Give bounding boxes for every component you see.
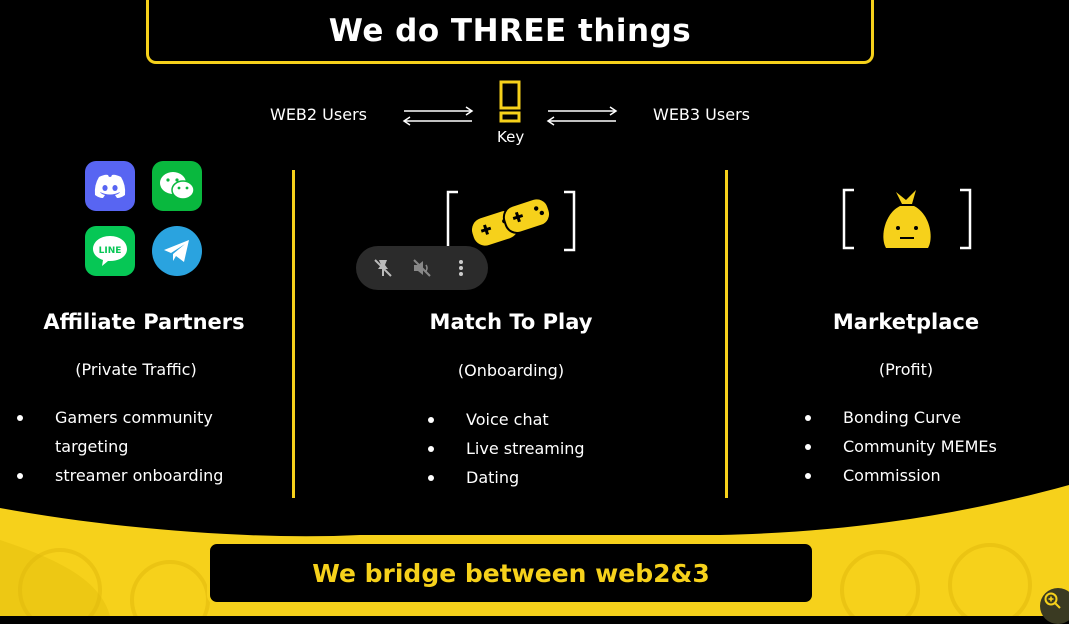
telegram-icon bbox=[152, 226, 202, 276]
exchange-arrows-right-icon bbox=[546, 106, 618, 126]
list-item: Community MEMEs bbox=[805, 432, 997, 461]
column-divider bbox=[292, 170, 295, 498]
web2-users-label: WEB2 Users bbox=[270, 105, 367, 124]
key-icon bbox=[499, 80, 521, 123]
web3-users-label: WEB3 Users bbox=[653, 105, 750, 124]
list-item: Voice chat bbox=[428, 405, 585, 434]
column-title-affiliate: Affiliate Partners bbox=[43, 310, 245, 334]
column-subtitle-affiliate: (Private Traffic) bbox=[75, 360, 197, 379]
zoom-in-icon bbox=[1044, 592, 1061, 609]
column-subtitle-match: (Onboarding) bbox=[457, 361, 565, 380]
game-controllers-icon bbox=[446, 190, 576, 252]
column-title-match: Match To Play bbox=[429, 310, 593, 334]
line-icon: LINE bbox=[85, 226, 135, 276]
list-item: Commission bbox=[805, 461, 997, 490]
marketplace-bullet-list: Bonding Curve Community MEMEs Commission bbox=[805, 403, 997, 490]
wechat-icon bbox=[152, 161, 202, 211]
more-vertical-icon[interactable] bbox=[450, 257, 472, 279]
title-banner: We do THREE things bbox=[146, 0, 874, 64]
match-bullet-list: Voice chat Live streaming Dating bbox=[428, 405, 585, 492]
mute-icon[interactable] bbox=[411, 257, 433, 279]
discord-icon bbox=[85, 161, 135, 211]
bottom-banner: We bridge between web2&3 bbox=[207, 541, 815, 605]
list-item: Bonding Curve bbox=[805, 403, 997, 432]
column-subtitle-marketplace: (Profit) bbox=[878, 360, 934, 379]
page-title: We do THREE things bbox=[328, 12, 692, 49]
zoom-button[interactable] bbox=[1040, 588, 1069, 624]
key-label: Key bbox=[497, 128, 525, 146]
list-item: Live streaming bbox=[428, 434, 585, 463]
column-title-marketplace: Marketplace bbox=[832, 310, 980, 334]
list-item: streamer onboarding bbox=[17, 461, 223, 490]
list-item-continuation: targeting bbox=[55, 437, 129, 456]
svg-text:LINE: LINE bbox=[99, 246, 122, 256]
money-bag-icon bbox=[842, 188, 972, 250]
pin-off-icon[interactable] bbox=[372, 257, 394, 279]
list-item: Dating bbox=[428, 463, 585, 492]
bridge-tagline: We bridge between web2&3 bbox=[312, 558, 710, 588]
affiliate-bullet-list: Gamers community targeting streamer onbo… bbox=[17, 403, 223, 490]
list-item: Gamers community bbox=[17, 403, 223, 432]
column-divider bbox=[725, 170, 728, 498]
media-control-pill bbox=[356, 246, 488, 290]
exchange-arrows-left-icon bbox=[402, 106, 474, 126]
